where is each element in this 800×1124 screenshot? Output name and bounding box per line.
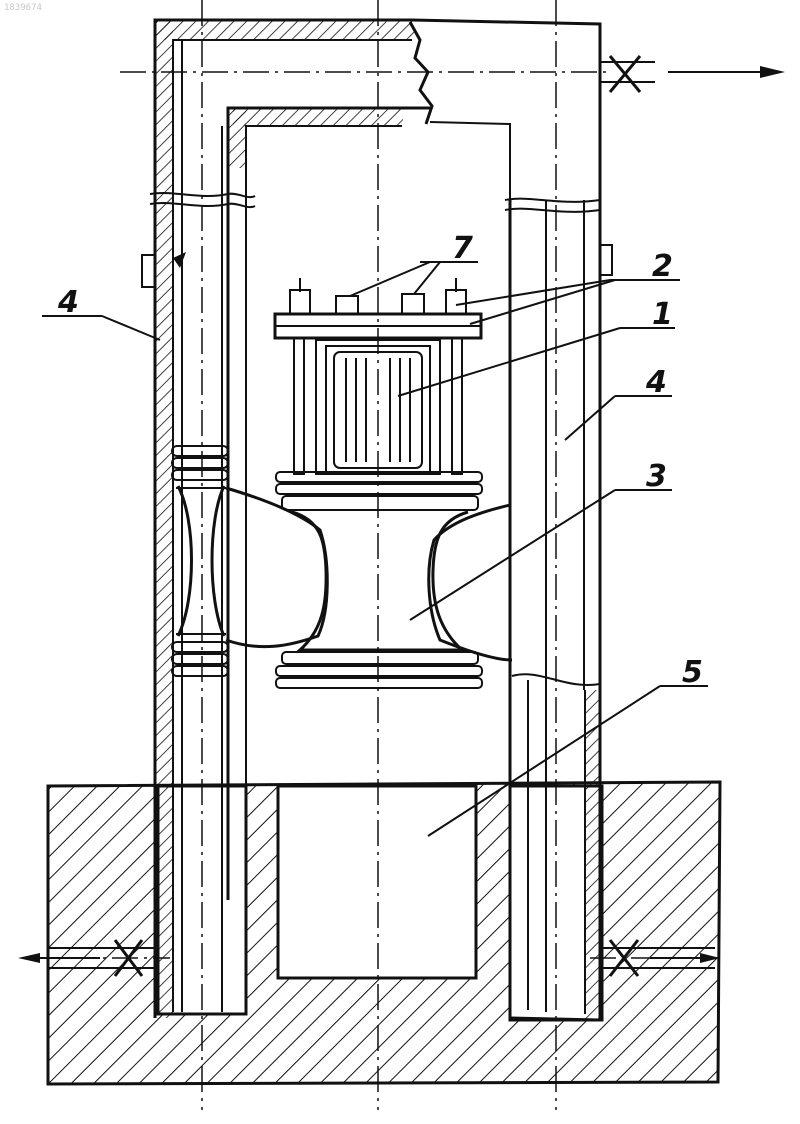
outlet-arrow-icon [760,66,785,78]
foundation-base [48,782,720,1084]
label-3: 3 [646,459,667,494]
wall-bracket-left [142,255,155,287]
label-4-left: 4 [57,285,79,320]
wall-bracket-right [600,245,612,275]
label-7: 7 [452,231,473,266]
central-body [226,472,512,688]
label-1: 1 [652,297,673,332]
label-4-right: 4 [645,365,667,400]
flow-arrow-icon [173,252,186,268]
top-right-valve [600,56,785,92]
label-2: 2 [652,249,673,284]
corner-id: 1839674 [4,3,42,13]
label-5: 5 [682,655,703,690]
left-inlet-arrow-icon [18,953,40,963]
leader-lines [42,262,708,836]
